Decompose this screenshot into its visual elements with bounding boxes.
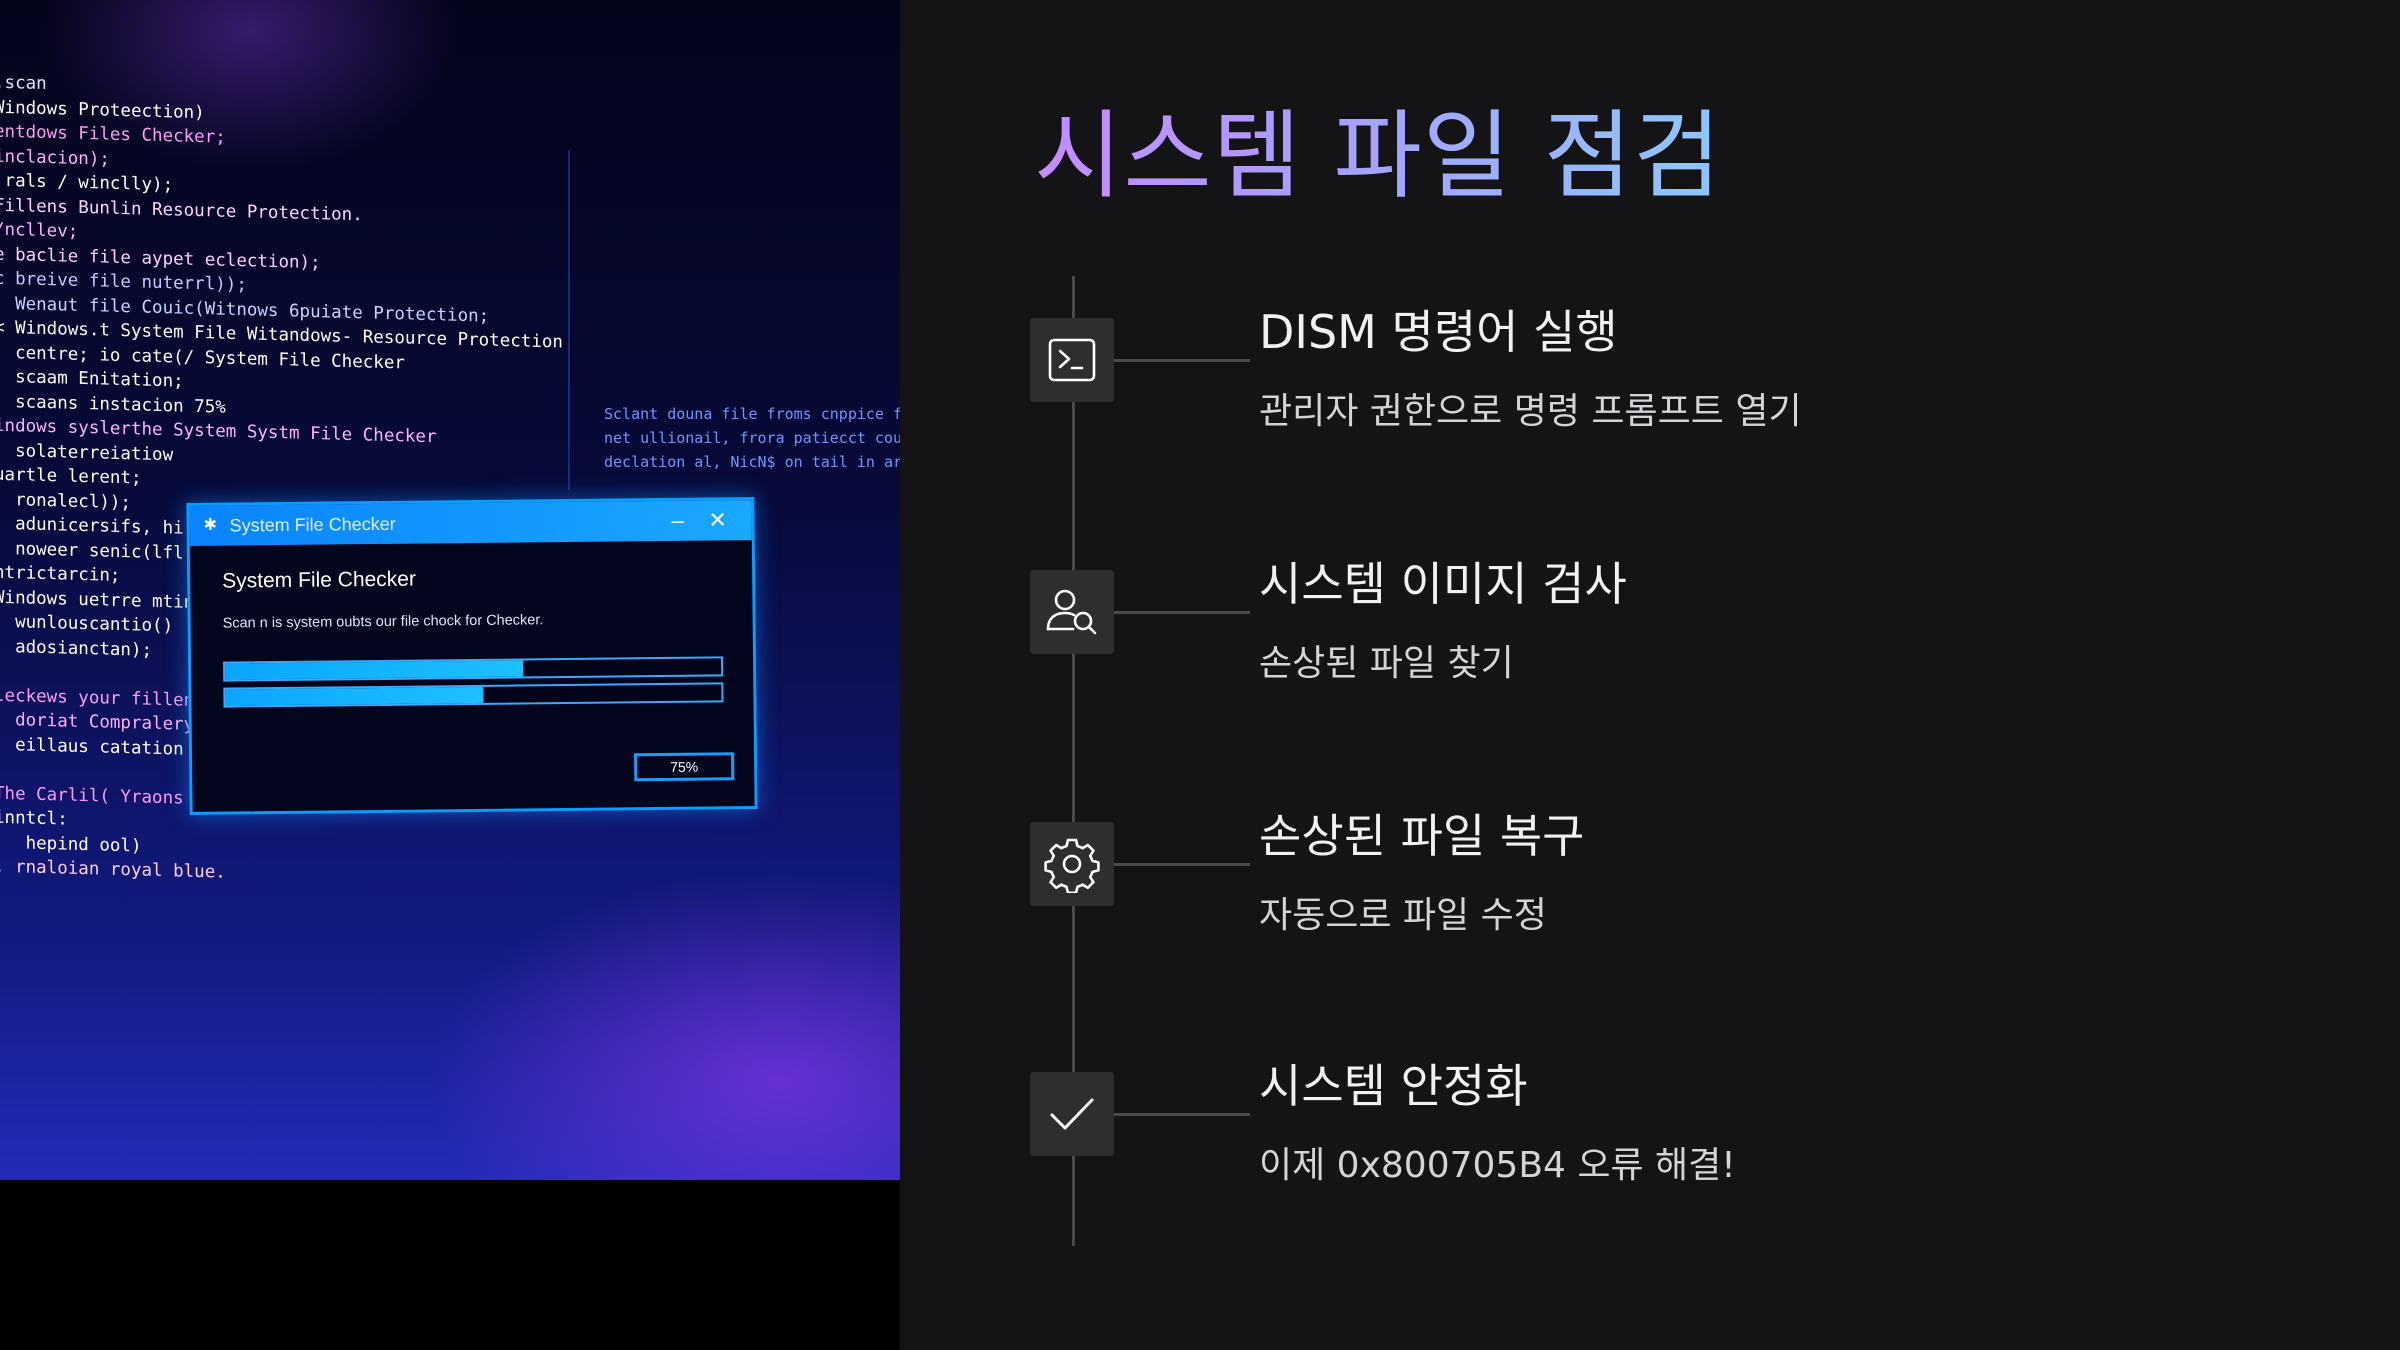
close-icon[interactable]: ✕ [708,507,727,533]
dialog-title: System File Checker [229,513,396,536]
code-line: Sclant douna file froms cnppice f [604,405,900,423]
dialog-message: Scan n is system oubts our file chock fo… [222,612,544,632]
user-search-icon [1030,570,1114,654]
progress-fill-2 [225,686,484,706]
step-dism: DISM 명령어 실행 관리자 권한으로 명령 프롬프트 열기 [1030,305,2330,478]
monitor-bezel-shadow [0,1180,900,1350]
code-line: declation al, NicN$ on tail in ar [604,453,900,471]
step-subtitle: 손상된 파일 찾기 [1259,643,1514,684]
terminal-icon [1030,318,1114,402]
code-text-right: Sclant douna file froms cnppice f net ull… [604,402,900,474]
step-connector [1114,611,1250,614]
step-title: 시스템 이미지 검사 [1259,557,1627,611]
shield-gear-icon: ✱ [203,516,218,534]
content-panel: 시스템 파일 점검 DISM 명령어 실행 관리자 권한으로 명령 프롬프트 열… [900,0,2400,1350]
minimize-icon[interactable]: – [671,507,684,533]
sfc-dialog: ✱ System File Checker – ✕ System File Ch… [186,497,758,815]
checkmark-icon [1030,1072,1114,1156]
progress-percent-button[interactable]: 75% [634,752,735,782]
step-stabilize: 시스템 안정화 이제 0x800705B4 오류 해결! [1030,1059,2330,1232]
dialog-titlebar: ✱ System File Checker – ✕ [189,500,752,546]
step-title: 시스템 안정화 [1259,1059,1528,1113]
step-connector [1114,863,1250,866]
screen-divider-line [568,150,570,490]
page-title: 시스템 파일 점검 [1034,96,1722,216]
step-subtitle: 자동으로 파일 수정 [1259,895,1547,936]
step-repair: 손상된 파일 복구 자동으로 파일 수정 [1030,809,2330,982]
step-title: DISM 명령어 실행 [1259,305,1618,359]
code-line: net ullionail, frora patiecct cou [604,429,900,447]
progress-bar-1 [223,656,724,682]
step-connector [1114,359,1250,362]
step-scan-image: 시스템 이미지 검사 손상된 파일 찾기 [1030,557,2330,730]
step-subtitle: 관리자 권한으로 명령 프롬프트 열기 [1259,391,1802,432]
timeline-line [1072,276,1075,1246]
step-subtitle: 이제 0x800705B4 오류 해결! [1259,1145,1736,1186]
progress-bar-2 [223,682,724,708]
gear-icon [1030,822,1114,906]
step-title: 손상된 파일 복구 [1259,809,1585,863]
progress-fill-1 [225,660,523,680]
step-connector [1114,1113,1250,1116]
dialog-heading: System File Checker [222,567,417,593]
